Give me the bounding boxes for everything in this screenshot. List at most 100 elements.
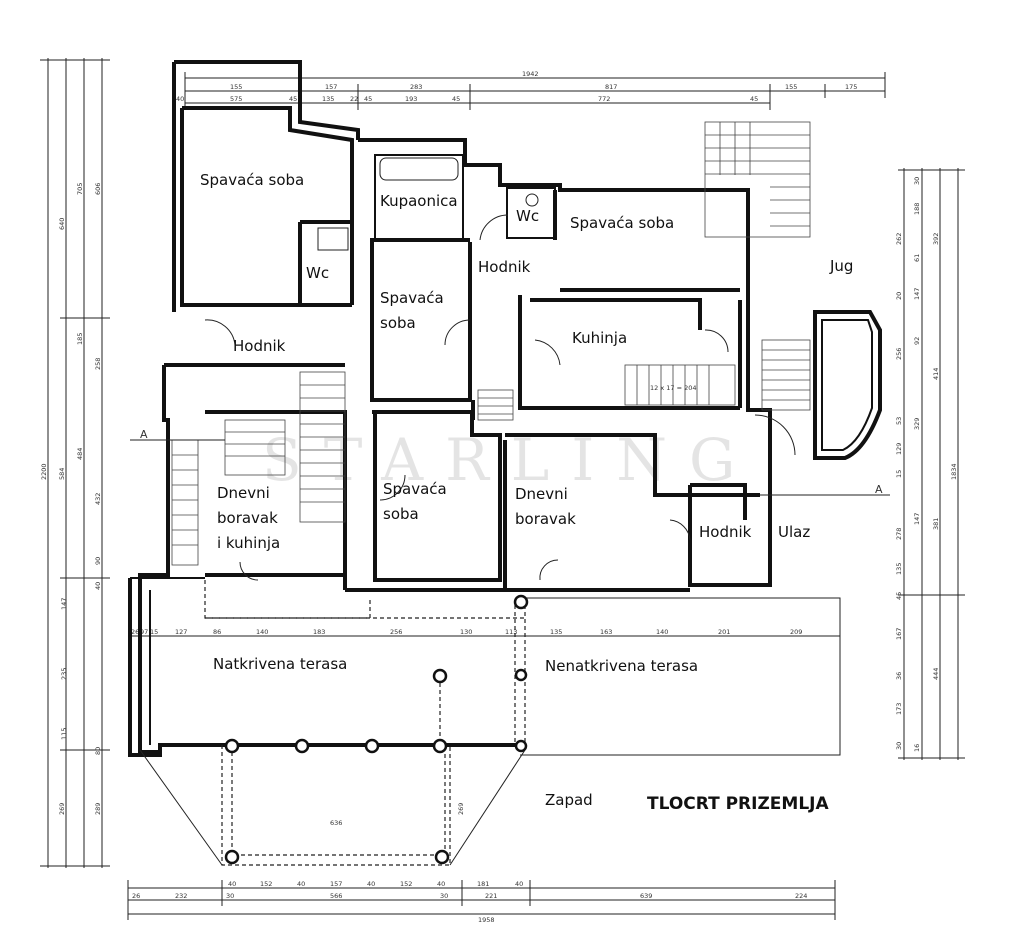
- section-mark-left: A: [140, 428, 148, 441]
- room-label-living-kitchen-1: Dnevni: [217, 484, 270, 502]
- room-label-hallway-entry: Hodnik: [699, 523, 752, 541]
- room-label-hallway-left: Hodnik: [233, 337, 286, 355]
- section-marks: A A: [130, 428, 890, 496]
- dim-bottom-2: 232: [175, 892, 187, 900]
- dim-right-total: 1834: [950, 463, 958, 480]
- dim-bottom-3: 40: [228, 880, 236, 888]
- dimension-lines-right: 1834 444 30 188 392 262 61 147 20 92 414…: [895, 168, 965, 760]
- room-label-bedroom-topleft: Spavaća soba: [200, 171, 304, 189]
- dim-top2-1: 40: [176, 95, 184, 103]
- dim-bottom2-2: 566: [330, 892, 342, 900]
- dim-right-i16: 381: [932, 518, 940, 530]
- dimension-lines-top: 155 157 283 1942 817 155 175 40 575 45 1…: [176, 70, 886, 110]
- dim-right-i22: 173: [895, 703, 903, 715]
- dim-top-5: 817: [605, 83, 617, 91]
- dim-right-i21: 36: [895, 672, 903, 680]
- dim-left-i13: 80: [94, 747, 102, 755]
- dim-bottom-total: 1958: [478, 916, 495, 924]
- direction-label-west: Zapad: [545, 791, 593, 809]
- dim-bottom-5: 40: [297, 880, 305, 888]
- dim-left-i11: 115: [60, 728, 68, 740]
- plan-title: TLOCRT PRIZEMLJA: [647, 794, 829, 814]
- dim-left-i9: 90: [94, 557, 102, 565]
- dim-left-i2: 606: [94, 183, 102, 195]
- dim-right-i11: 329: [913, 418, 921, 430]
- dim-top2-10: 45: [750, 95, 758, 103]
- room-label-bedroom-lower-2: soba: [383, 505, 419, 523]
- dim-bottom2-3: 30: [440, 892, 448, 900]
- dim-right-i19: 45: [895, 592, 903, 600]
- direction-label-south: Jug: [829, 257, 853, 275]
- dimension-lines-left: 640 2200 269 705 606 185 258 484 584 432…: [40, 58, 110, 868]
- dim-right-i12: 53: [895, 417, 903, 425]
- terrace-columns: [224, 594, 529, 865]
- room-label-bedroom-mid-2: soba: [380, 314, 416, 332]
- dim-top2-3: 45: [289, 95, 297, 103]
- dim-top-3: 283: [410, 83, 422, 91]
- terrace-width: 636: [330, 819, 342, 827]
- dim-bottom-6: 157: [330, 880, 342, 888]
- svg-text:183: 183: [313, 628, 325, 636]
- svg-text:140: 140: [256, 628, 268, 636]
- room-label-living-kitchen-2: boravak: [217, 509, 278, 527]
- dim-bottom-8: 152: [400, 880, 412, 888]
- dim-bottom2-5: 639: [640, 892, 652, 900]
- room-label-wc-center: Wc: [516, 207, 539, 225]
- room-label-living-kitchen-3: i kuhinja: [217, 534, 280, 552]
- dim-left-i8: 147: [60, 598, 68, 610]
- dim-left-i14: 289: [94, 803, 102, 815]
- dim-left-1: 640: [58, 218, 66, 230]
- room-label-living-2: boravak: [515, 510, 576, 528]
- dim-top-7: 175: [845, 83, 857, 91]
- dim-right-i6: 147: [913, 288, 921, 300]
- dim-bottom-11: 40: [515, 880, 523, 888]
- dim-bottom-7: 40: [367, 880, 375, 888]
- svg-text:15: 15: [150, 628, 158, 636]
- dim-top-2: 157: [325, 83, 337, 91]
- room-label-covered-terrace: Natkrivena terasa: [213, 655, 347, 673]
- dim-right-2: 444: [932, 668, 940, 680]
- dim-bottom-12: 224: [795, 892, 807, 900]
- svg-text:130: 130: [460, 628, 472, 636]
- room-label-wc-left: Wc: [306, 264, 329, 282]
- dim-left-i3: 185: [76, 333, 84, 345]
- dim-right-i1: 30: [913, 177, 921, 185]
- dim-right-i17: 278: [895, 528, 903, 540]
- dim-left-i4: 258: [94, 358, 102, 370]
- dim-top-1: 155: [230, 83, 242, 91]
- svg-text:113: 113: [505, 628, 517, 636]
- dim-top2-4: 135: [322, 95, 334, 103]
- terrace-depth: 269: [457, 803, 465, 815]
- dim-left-i6: 584: [58, 468, 66, 480]
- dim-right-i23: 30: [895, 742, 903, 750]
- dim-bottom2-1: 30: [226, 892, 234, 900]
- exterior-walls: [138, 60, 772, 754]
- dim-right-i8: 92: [913, 337, 921, 345]
- dim-right-i5: 61: [913, 254, 921, 262]
- svg-text:26: 26: [131, 628, 139, 636]
- svg-text:135: 135: [550, 628, 562, 636]
- stair-note: 12 x 17 = 204: [650, 384, 697, 392]
- room-label-living-1: Dnevni: [515, 485, 568, 503]
- dim-right-i13: 129: [895, 443, 903, 455]
- dim-right-i10: 256: [895, 348, 903, 360]
- svg-text:140: 140: [656, 628, 668, 636]
- room-label-open-terrace: Nenatkrivena terasa: [545, 657, 698, 675]
- dim-right-i24: 16: [913, 744, 921, 752]
- dim-top-total: 1942: [522, 70, 539, 78]
- dim-bottom-9: 40: [437, 880, 445, 888]
- room-labels: Spavaća soba Kupaonica Wc Spavaća soba W…: [200, 171, 810, 675]
- dim-right-i2: 188: [913, 203, 921, 215]
- svg-text:163: 163: [600, 628, 612, 636]
- svg-text:127: 127: [175, 628, 187, 636]
- svg-text:97: 97: [140, 628, 148, 636]
- dim-left-i12: 40: [94, 582, 102, 590]
- dim-left-total: 2200: [40, 463, 48, 480]
- dim-left-i7: 432: [94, 493, 102, 505]
- room-label-bedroom-mid-1: Spavaća: [380, 289, 444, 307]
- section-mark-right: A: [875, 483, 883, 496]
- dim-top2-8: 45: [452, 95, 460, 103]
- dim-right-i3: 392: [932, 233, 940, 245]
- dim-left-3: 269: [58, 803, 66, 815]
